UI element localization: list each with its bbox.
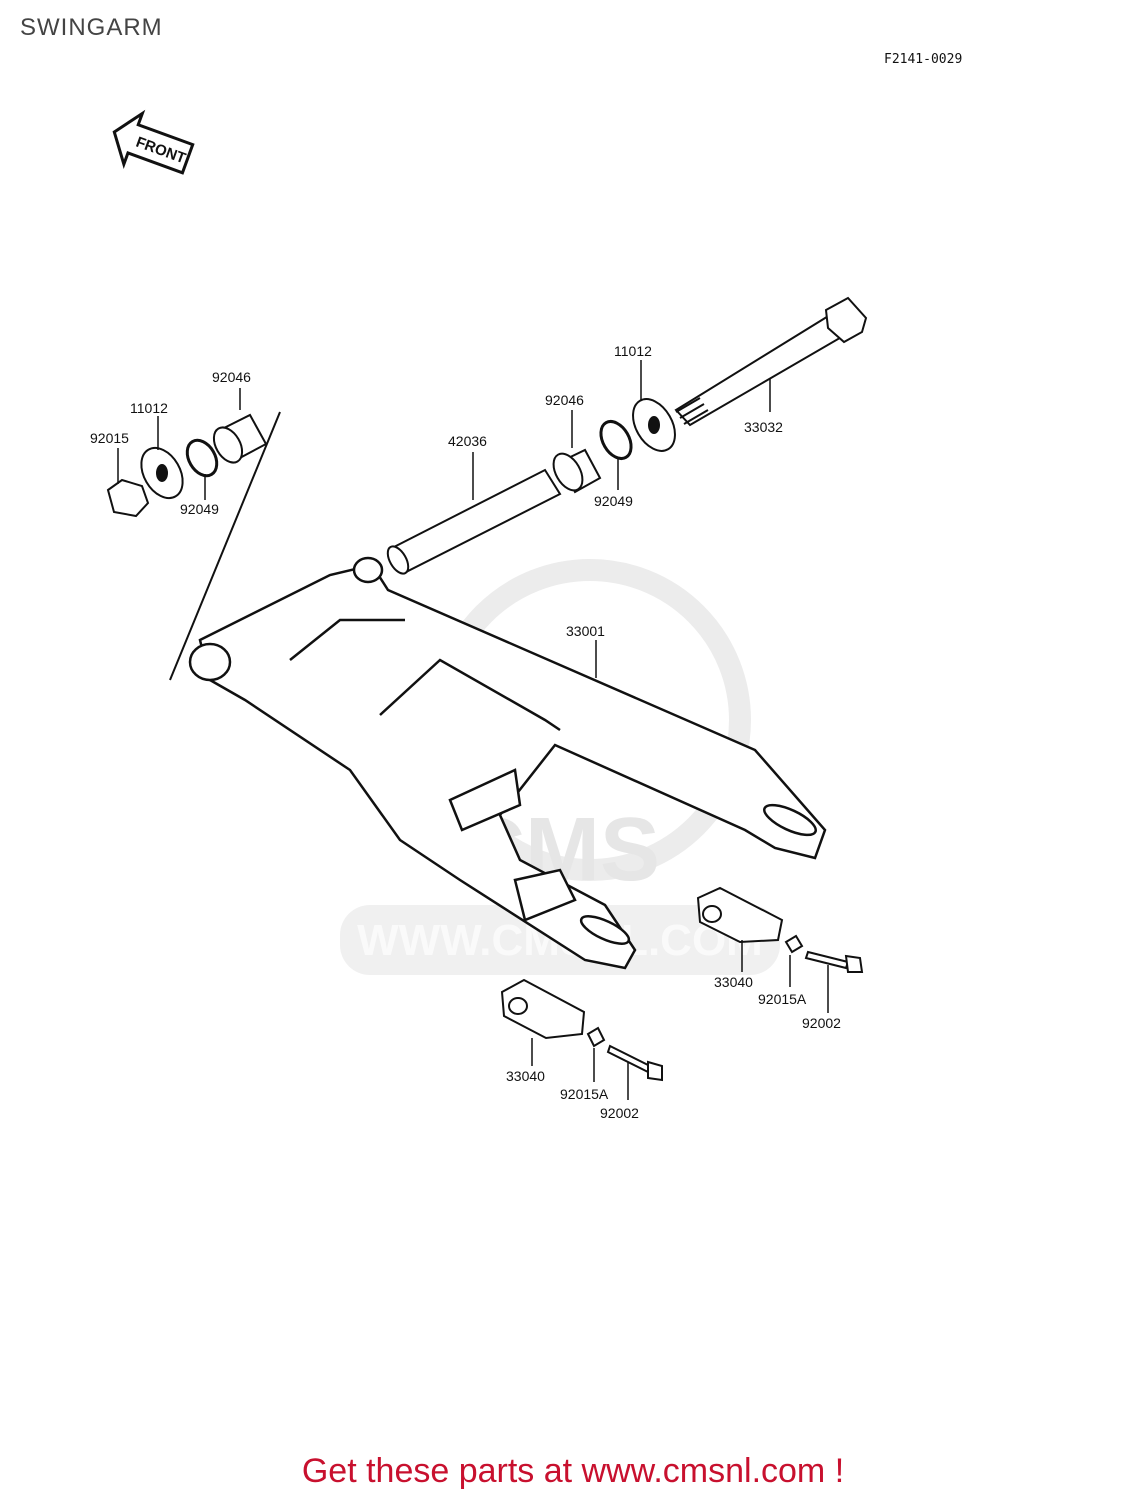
- label-92002-right: 92002: [802, 1015, 841, 1031]
- label-92046-right: 92046: [545, 392, 584, 408]
- label-11012-left: 11012: [130, 400, 168, 416]
- label-92015A-left: 92015A: [560, 1086, 609, 1102]
- front-arrow-icon: FRONT: [112, 109, 195, 175]
- label-42036: 42036: [448, 433, 487, 449]
- label-11012-right: 11012: [614, 343, 652, 359]
- label-92049-right: 92049: [594, 493, 633, 509]
- seal-right: [599, 420, 633, 460]
- label-92015A-right: 92015A: [758, 991, 807, 1007]
- pivot-bolt: [674, 296, 868, 427]
- part-labels: 33032 11012 92046 92049 42036 92046 1101…: [90, 343, 841, 1121]
- label-92002-left: 92002: [600, 1105, 639, 1121]
- chain-adjuster-left: [500, 978, 663, 1082]
- page-title: SWINGARM: [20, 14, 163, 41]
- bearing-right: [552, 448, 602, 494]
- seal-left: [185, 438, 219, 478]
- label-33001: 33001: [566, 623, 605, 639]
- leader-lines: [117, 360, 829, 1100]
- label-92046-left: 92046: [212, 369, 251, 385]
- swingarm: [188, 556, 827, 970]
- label-33040-left: 33040: [506, 1068, 545, 1084]
- chain-adjuster-right: [696, 886, 864, 973]
- label-33032: 33032: [744, 419, 783, 435]
- figure-code: F2141-0029: [884, 52, 963, 67]
- pivot-sleeve: [386, 468, 562, 575]
- label-92015: 92015: [90, 430, 129, 446]
- nut-left: [106, 478, 150, 518]
- left-parts: [106, 413, 268, 518]
- footer-promo-link[interactable]: Get these parts at www.cmsnl.com !: [301, 1452, 845, 1490]
- label-33040-right: 33040: [714, 974, 753, 990]
- label-92049-left: 92049: [180, 501, 219, 517]
